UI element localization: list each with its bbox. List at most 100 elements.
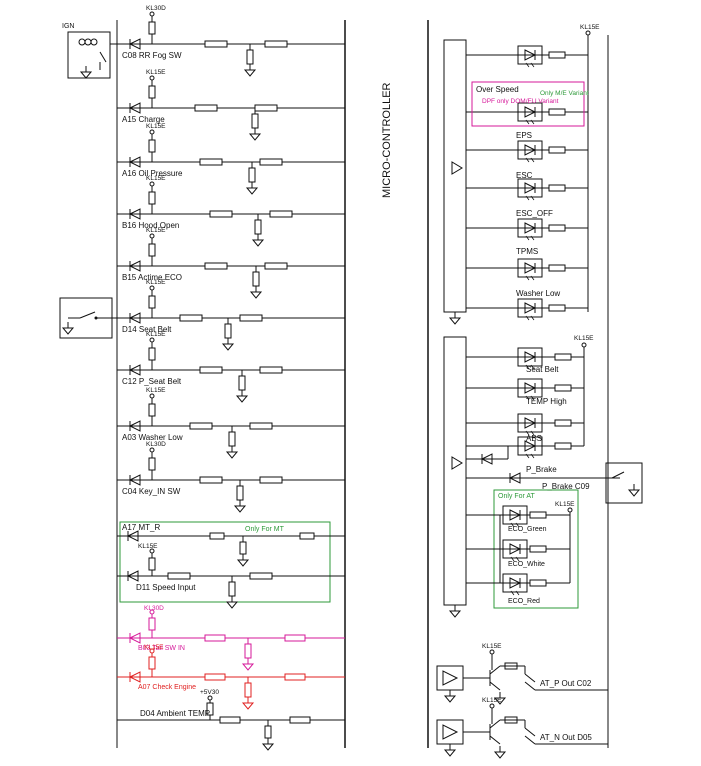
led-label: ABS bbox=[526, 434, 542, 443]
resistor bbox=[254, 219, 262, 235]
resistor bbox=[148, 457, 156, 471]
diode-icon bbox=[126, 570, 139, 582]
supply-label: KL30D bbox=[146, 441, 166, 448]
led-label: TEMP High bbox=[526, 397, 567, 406]
channel-label: C12 P_Seat Belt bbox=[122, 377, 182, 386]
output-label: AT_P Out C02 bbox=[540, 679, 592, 688]
led-label: ECO_Green bbox=[508, 526, 547, 533]
ground-icon bbox=[235, 390, 249, 403]
supply-terminal bbox=[149, 447, 155, 453]
supply-terminal bbox=[489, 649, 495, 655]
supply-terminal bbox=[567, 507, 573, 513]
led-label: Seat Belt bbox=[526, 365, 559, 374]
right-controller-top bbox=[443, 39, 467, 325]
diode-icon bbox=[128, 312, 141, 324]
seat-belt-switch bbox=[59, 297, 117, 339]
led-icon bbox=[517, 218, 543, 241]
led-icon bbox=[517, 178, 543, 201]
buffer-icon bbox=[442, 670, 459, 686]
resistor bbox=[246, 49, 254, 65]
resistor bbox=[299, 532, 315, 540]
led-icon bbox=[517, 45, 543, 68]
channel-label: A07 Check Engine bbox=[138, 684, 196, 691]
resistor bbox=[251, 113, 259, 129]
supply-terminal bbox=[149, 337, 155, 343]
supply-label: KL15E bbox=[580, 24, 600, 31]
buffer-icon bbox=[442, 724, 459, 740]
supply-terminal bbox=[149, 233, 155, 239]
led-label: ESC bbox=[516, 171, 533, 180]
ground-icon bbox=[225, 446, 239, 459]
resistor bbox=[259, 476, 283, 484]
ground-icon bbox=[443, 744, 457, 757]
supply-terminal bbox=[149, 393, 155, 399]
wire bbox=[489, 665, 501, 675]
resistor bbox=[239, 541, 247, 555]
resistor bbox=[148, 656, 156, 670]
led-label: Washer Low bbox=[516, 289, 560, 298]
wire bbox=[524, 735, 536, 745]
supply-terminal bbox=[149, 11, 155, 17]
resistor bbox=[148, 139, 156, 153]
led-label: P_Brake bbox=[526, 465, 557, 474]
channel-label: D14 Seat Belt bbox=[122, 325, 172, 334]
resistor bbox=[254, 104, 278, 112]
resistor bbox=[548, 224, 566, 232]
resistor bbox=[204, 262, 228, 270]
supply-terminal bbox=[149, 129, 155, 135]
speed-input-label: D11 Speed Input bbox=[136, 583, 196, 592]
diode-icon bbox=[128, 260, 141, 272]
right-bus bbox=[427, 20, 609, 748]
resistor bbox=[204, 40, 228, 48]
resistor bbox=[284, 673, 306, 681]
resistor bbox=[548, 184, 566, 192]
ground-icon bbox=[233, 500, 247, 513]
resistor bbox=[148, 21, 156, 35]
resistor bbox=[264, 40, 288, 48]
supply-label: KL15E bbox=[146, 69, 166, 76]
led-icon bbox=[517, 140, 543, 163]
resistor bbox=[199, 366, 223, 374]
resistor bbox=[148, 295, 156, 309]
channel-label: C08 RR Fog SW bbox=[122, 51, 182, 60]
resistor bbox=[248, 167, 256, 183]
supply-label: KL15E bbox=[482, 643, 502, 650]
resistor bbox=[148, 403, 156, 417]
resistor bbox=[548, 51, 566, 59]
supply-terminal bbox=[585, 30, 591, 36]
supply-label: KL30D bbox=[144, 605, 164, 612]
led-icon bbox=[502, 505, 528, 528]
resistor bbox=[224, 323, 232, 339]
ground-icon bbox=[245, 182, 259, 195]
resistor bbox=[167, 572, 191, 580]
diode-icon bbox=[128, 671, 141, 683]
supply-label: KL15E bbox=[146, 175, 166, 182]
diode-icon bbox=[128, 38, 141, 50]
resistor bbox=[548, 304, 566, 312]
resistor bbox=[204, 634, 226, 642]
ground-icon bbox=[249, 286, 263, 299]
supply-label: +5V30 bbox=[200, 689, 219, 696]
resistor bbox=[289, 716, 311, 724]
resistor bbox=[548, 108, 566, 116]
ground-icon bbox=[493, 692, 507, 705]
supply-label: KL15E bbox=[146, 227, 166, 234]
resistor bbox=[244, 643, 252, 659]
driver-block bbox=[436, 665, 464, 691]
resistor bbox=[148, 557, 156, 571]
left-bus bbox=[116, 20, 346, 748]
resistor bbox=[554, 384, 572, 392]
variant-note: Only M/E Variant bbox=[540, 90, 589, 97]
supply-terminal bbox=[489, 703, 495, 709]
resistor bbox=[249, 422, 273, 430]
resistor bbox=[554, 442, 572, 450]
supply-label: KL15E bbox=[138, 543, 158, 550]
diode-icon bbox=[480, 453, 493, 465]
resistor bbox=[264, 262, 288, 270]
supply-label: KL15E bbox=[146, 123, 166, 130]
wire bbox=[611, 471, 625, 479]
supply-label: KL30D bbox=[146, 5, 166, 12]
supply-label: KL15E bbox=[146, 331, 166, 338]
